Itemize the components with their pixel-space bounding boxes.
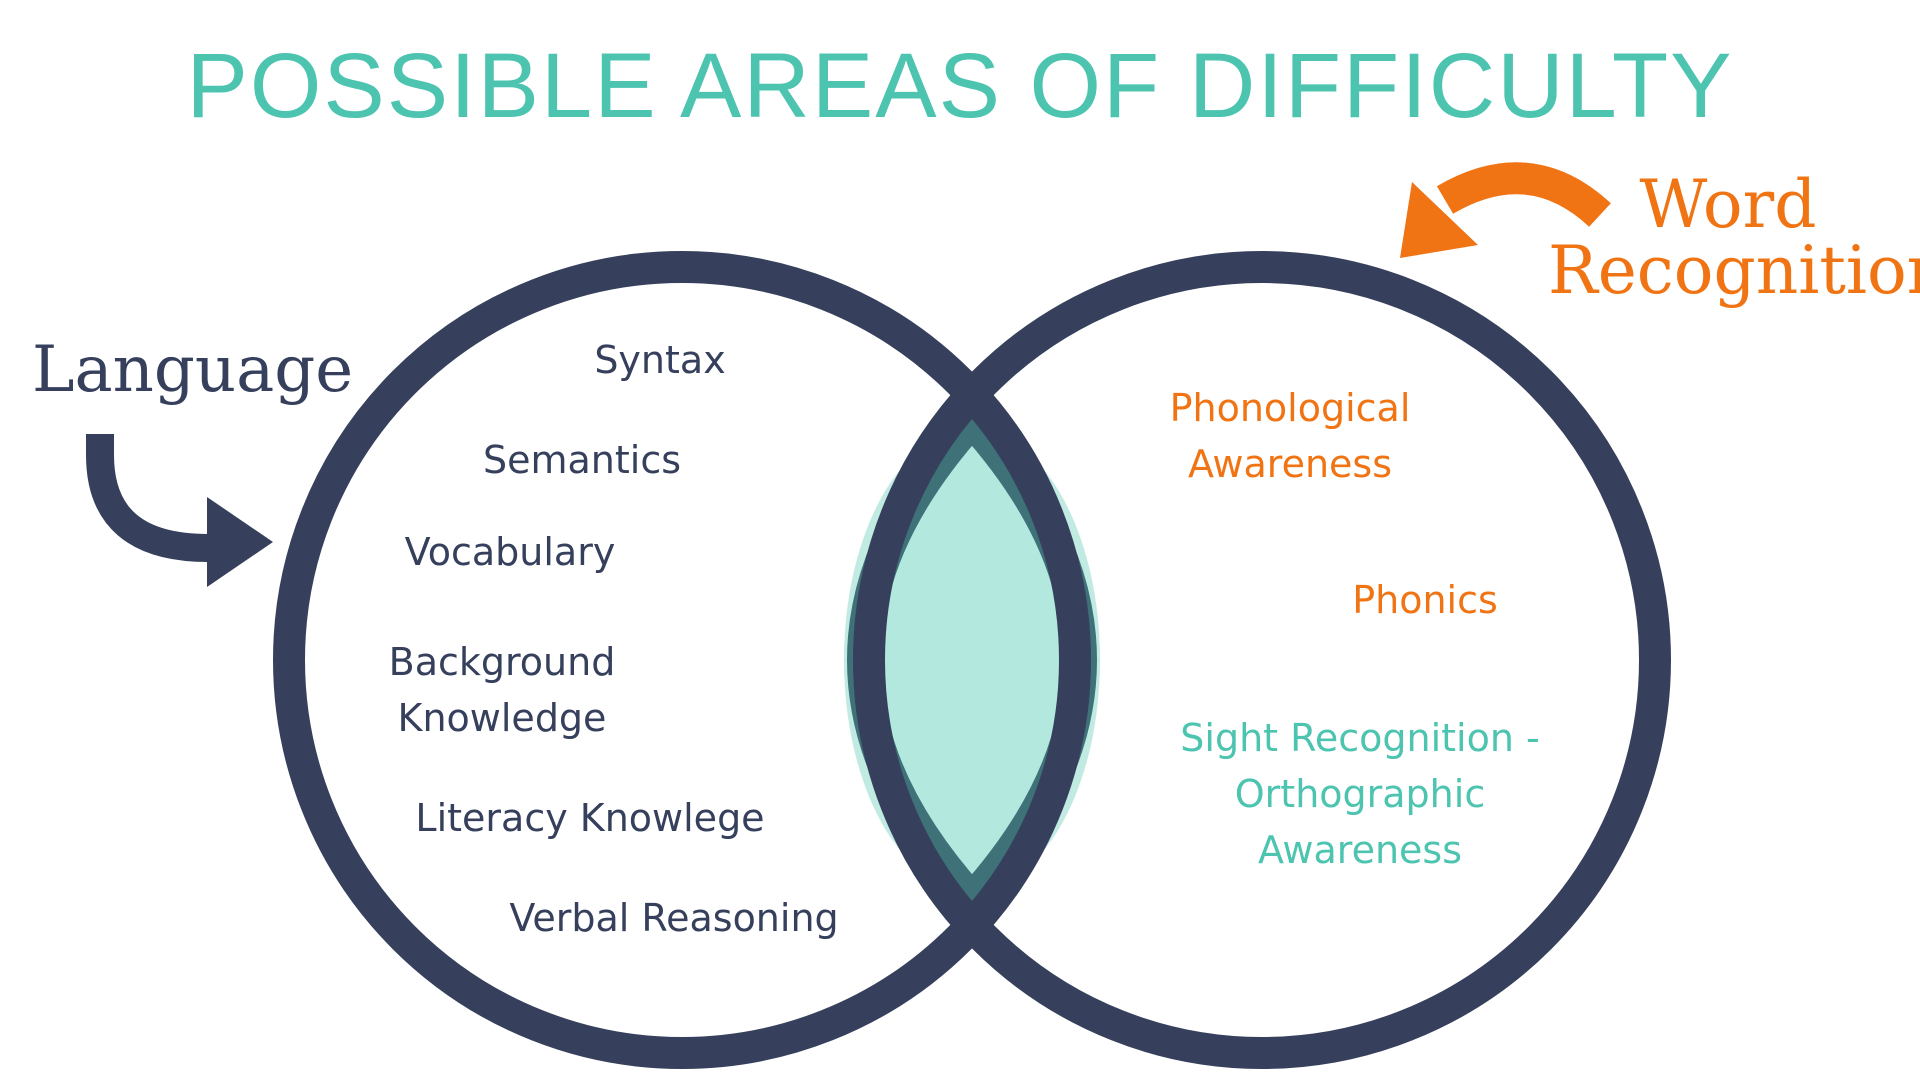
language-arrow-head	[207, 497, 273, 587]
overlap-lens	[864, 420, 1080, 900]
phonological-line2: Awareness	[1187, 442, 1393, 486]
word-recognition-label-line1: Word	[1639, 166, 1817, 243]
sight-line2: Orthographic	[1234, 772, 1486, 816]
language-arrow-shaft	[86, 434, 209, 562]
word-item-sight-recognition: Sight Recognition - Orthographic Awarene…	[1150, 710, 1570, 878]
language-item-vocabulary: Vocabulary	[404, 530, 616, 574]
word-recognition-circle	[853, 251, 1671, 1069]
language-item-semantics: Semantics	[482, 438, 682, 482]
sight-line3: Awareness	[1257, 828, 1463, 872]
language-item-verbal-reasoning: Verbal Reasoning	[509, 896, 839, 940]
sight-line1: Sight Recognition -	[1180, 716, 1540, 760]
language-label: Language	[32, 333, 354, 407]
language-item-background-knowledge: Background Knowledge	[372, 634, 632, 746]
word-item-phonological-awareness: Phonological Awareness	[1140, 380, 1440, 492]
phonics-line1: Phonics	[1352, 578, 1498, 622]
language-circle	[273, 251, 1091, 1069]
page-title: POSSIBLE AREAS OF DIFFICULTY	[186, 35, 1734, 137]
language-item-syntax: Syntax	[594, 338, 726, 382]
word-recognition-label-line2: Recognition	[1548, 232, 1920, 309]
language-item-literacy-knowlege: Literacy Knowlege	[415, 796, 765, 840]
word-item-phonics: Phonics	[1330, 572, 1520, 628]
word-arrow-shaft	[1436, 162, 1611, 227]
word-recognition-label: Word Recognition	[1548, 166, 1920, 309]
phonological-line1: Phonological	[1169, 386, 1411, 430]
background-knowledge-text: Background Knowledge	[388, 640, 616, 740]
word-arrow-head	[1400, 182, 1478, 258]
